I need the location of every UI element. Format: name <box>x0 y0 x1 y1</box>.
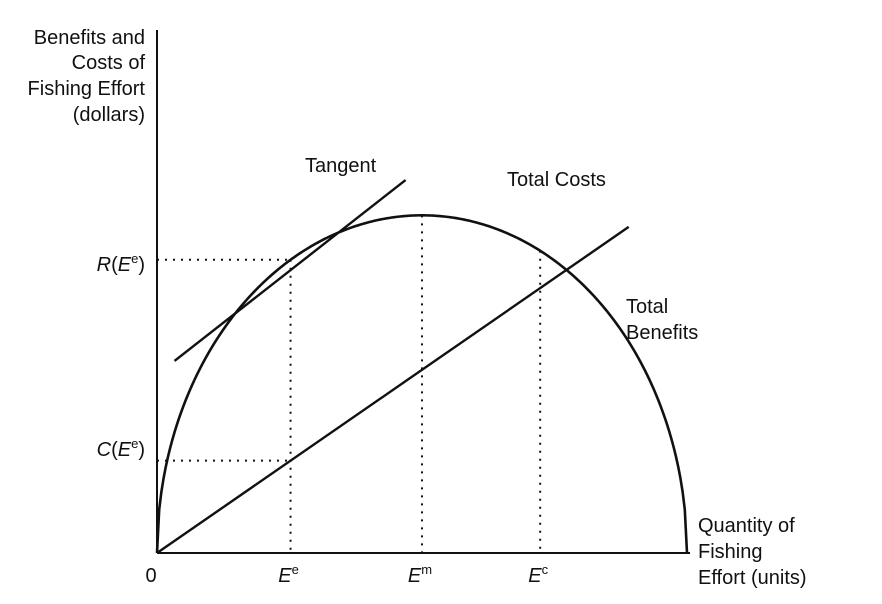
y-reference-label-r-ee: R(Ee) <box>97 251 145 276</box>
total-costs-line <box>156 225 630 554</box>
x-axis-label-line-1: Quantity of <box>698 515 795 537</box>
x-tick-label-ec: Ec <box>528 562 548 587</box>
total-benefits-label-line-2: Benefits <box>626 322 698 344</box>
y-axis-label-line-4: (dollars) <box>73 104 145 126</box>
total-costs-label: Total Costs <box>507 169 606 191</box>
origin-label: 0 <box>145 565 156 587</box>
total-benefits-label-line-1: Total <box>626 296 668 318</box>
x-tick-label-ee: Ee <box>278 562 299 587</box>
tangent-line <box>173 179 407 362</box>
x-axis-label-line-2: Fishing <box>698 541 762 563</box>
x-tick-label-em: Em <box>408 562 432 587</box>
y-axis-label-line-2: Costs of <box>72 52 146 74</box>
y-axis-label-line-3: Fishing Effort <box>28 78 146 100</box>
y-axis-label-line-1: Benefits and <box>34 27 145 49</box>
tangent-label: Tangent <box>305 155 377 177</box>
total-benefits-curve <box>155 214 689 554</box>
x-axis-label-line-3: Effort (units) <box>698 567 807 589</box>
y-reference-label-c-ee: C(Ee) <box>97 436 145 461</box>
